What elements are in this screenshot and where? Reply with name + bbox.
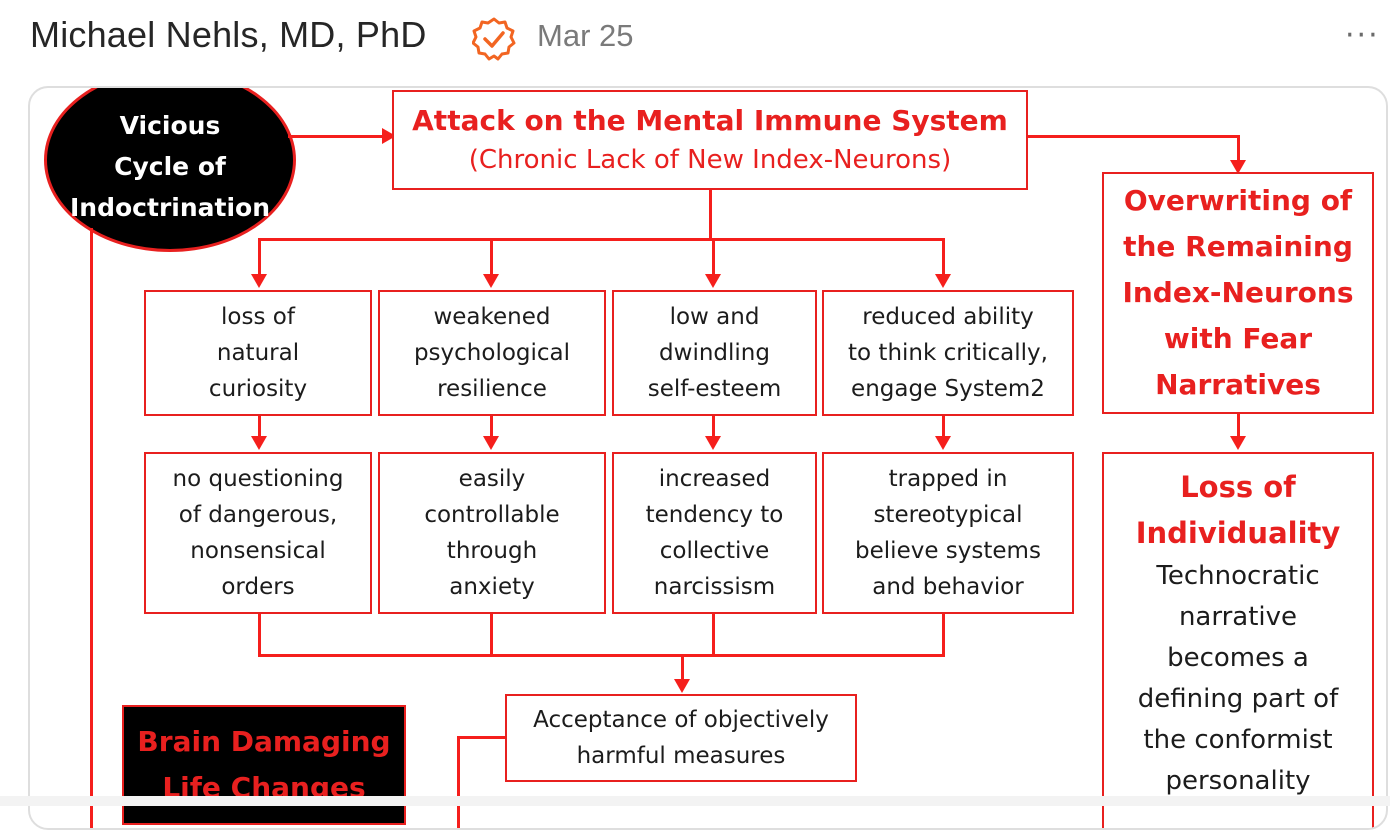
attack-box: Attack on the Mental Immune System (Chro… bbox=[392, 90, 1028, 190]
connector-line bbox=[709, 190, 712, 240]
connector-line bbox=[258, 416, 261, 438]
connector-line bbox=[712, 614, 715, 656]
arrowhead bbox=[935, 436, 951, 450]
overwriting-box: Overwriting of the Remaining Index-Neuro… bbox=[1102, 172, 1374, 414]
arrowhead bbox=[705, 274, 721, 288]
connector-line bbox=[942, 614, 945, 656]
diagram-card[interactable]: Vicious Cycle of Indoctrination Attack o… bbox=[28, 86, 1388, 830]
effect-text: weakened psychological resilience bbox=[413, 304, 571, 402]
arrowhead bbox=[935, 274, 951, 288]
arrowhead bbox=[251, 274, 267, 288]
post-header: Michael Nehls, MD, PhD Mar 25 ··· bbox=[0, 0, 1390, 80]
consequence-box: increased tendency to collective narciss… bbox=[612, 452, 817, 614]
effect-box: low and dwindling self-esteem bbox=[612, 290, 817, 416]
connector-line bbox=[681, 654, 684, 682]
overwriting-text: Overwriting of the Remaining Index-Neuro… bbox=[1122, 184, 1354, 401]
connector-line bbox=[457, 736, 460, 828]
arrowhead bbox=[1230, 160, 1246, 174]
acceptance-box: Acceptance of objectively harmful measur… bbox=[505, 694, 857, 782]
effect-text: reduced ability to think critically, eng… bbox=[848, 304, 1048, 402]
loss-body: Technocratic narrative becomes a definin… bbox=[1137, 561, 1339, 796]
effect-text: low and dwindling self-esteem bbox=[647, 304, 782, 402]
connector-line bbox=[942, 416, 945, 438]
connector-line bbox=[490, 238, 493, 278]
connector-line bbox=[90, 228, 93, 828]
connector-line bbox=[942, 238, 945, 278]
connector-line bbox=[1028, 135, 1240, 138]
connector-line bbox=[490, 416, 493, 438]
vicious-cycle-ellipse: Vicious Cycle of Indoctrination bbox=[44, 88, 296, 252]
attack-subtitle: (Chronic Lack of New Index-Neurons) bbox=[468, 145, 952, 175]
acceptance-text: Acceptance of objectively harmful measur… bbox=[533, 707, 829, 769]
connector-line bbox=[712, 238, 715, 278]
verified-badge-icon bbox=[472, 17, 516, 61]
arrowhead bbox=[705, 436, 721, 450]
connector-line bbox=[258, 238, 261, 278]
consequence-box: trapped in stereotypical believe systems… bbox=[822, 452, 1074, 614]
consequence-box: easily controllable through anxiety bbox=[378, 452, 606, 614]
connector-line bbox=[457, 736, 505, 739]
connector-line bbox=[1237, 414, 1240, 440]
effect-box: weakened psychological resilience bbox=[378, 290, 606, 416]
connector-line bbox=[712, 416, 715, 438]
arrowhead bbox=[1230, 436, 1246, 450]
effect-box: reduced ability to think critically, eng… bbox=[822, 290, 1074, 416]
attack-title: Attack on the Mental Immune System bbox=[412, 104, 1008, 137]
connector-line bbox=[490, 614, 493, 656]
connector-line bbox=[258, 614, 261, 656]
arrowhead bbox=[483, 436, 499, 450]
arrowhead bbox=[483, 274, 499, 288]
connector-line bbox=[258, 654, 945, 657]
arrowhead bbox=[251, 436, 267, 450]
author-name[interactable]: Michael Nehls, MD, PhD bbox=[30, 14, 427, 55]
more-options-icon[interactable]: ··· bbox=[1345, 18, 1380, 53]
effect-text: loss of natural curiosity bbox=[208, 304, 308, 402]
bottom-divider bbox=[0, 796, 1390, 806]
consequence-text: trapped in stereotypical believe systems… bbox=[855, 466, 1041, 600]
consequence-text: easily controllable through anxiety bbox=[424, 466, 560, 600]
vicious-cycle-label: Vicious Cycle of Indoctrination bbox=[70, 110, 270, 222]
post-date[interactable]: Mar 25 bbox=[537, 18, 634, 53]
consequence-box: no questioning of dangerous, nonsensical… bbox=[144, 452, 372, 614]
consequence-text: no questioning of dangerous, nonsensical… bbox=[172, 466, 344, 600]
arrowhead bbox=[674, 679, 690, 693]
connector-line bbox=[258, 238, 945, 241]
consequence-text: increased tendency to collective narciss… bbox=[645, 466, 784, 600]
effect-box: loss of natural curiosity bbox=[144, 290, 372, 416]
loss-title: Loss of Individuality bbox=[1135, 470, 1341, 550]
loss-of-individuality-box: Loss of Individuality Technocratic narra… bbox=[1102, 452, 1374, 828]
connector-line bbox=[1237, 135, 1240, 165]
brain-damage-box: Brain Damaging Life Changes bbox=[122, 705, 406, 825]
connector-line bbox=[288, 135, 384, 138]
